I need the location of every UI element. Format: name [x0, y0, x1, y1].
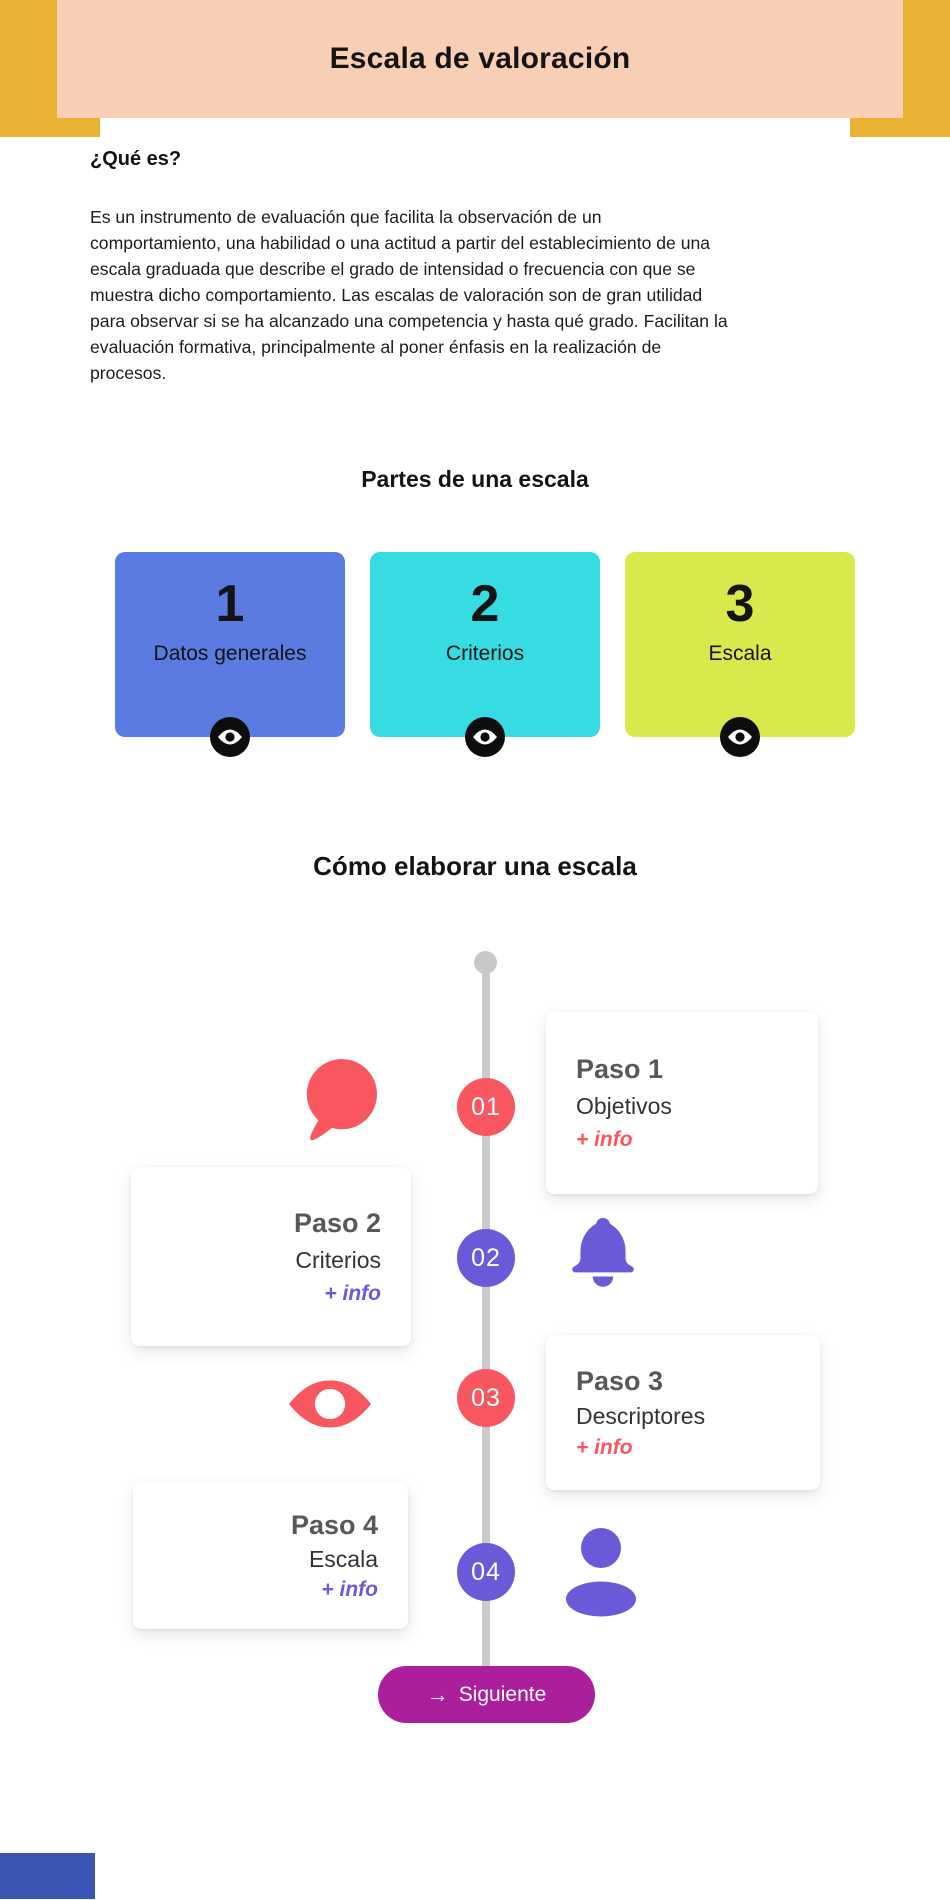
step-marker-03: 03 [457, 1369, 515, 1427]
eye-icon [287, 1378, 373, 1435]
step-number: 01 [471, 1092, 501, 1121]
step-card-paso-3: Paso 3 Descriptores + info [546, 1335, 820, 1490]
step-title: Paso 2 [293, 1207, 381, 1238]
part-card-datos-generales: 1 Datos generales [115, 552, 345, 757]
part-card-criterios: 2 Criterios [370, 552, 600, 757]
part-number: 2 [470, 575, 500, 633]
part-number: 3 [725, 575, 755, 633]
next-button-label: Siguiente [458, 1682, 547, 1706]
step-subtitle: Criterios [295, 1246, 381, 1273]
part-number: 1 [215, 575, 245, 633]
speech-bubble-icon [300, 1058, 378, 1149]
partes-heading: Partes de una escala [361, 466, 589, 492]
intro-heading: ¿Qué es? [90, 148, 182, 170]
part-label: Criterios [445, 642, 525, 665]
timeline-line [482, 962, 490, 1668]
step-marker-04: 04 [457, 1543, 515, 1601]
step-title: Paso 3 [576, 1365, 664, 1396]
step-subtitle: Descriptores [576, 1402, 706, 1429]
step-subtitle: Objetivos [576, 1093, 672, 1119]
eye-reveal-icon[interactable] [465, 717, 505, 757]
step-title: Paso 4 [290, 1509, 378, 1540]
step-number: 04 [471, 1557, 501, 1586]
intro-paragraph: Es un instrumento de evaluación que faci… [90, 207, 728, 383]
step-subtitle: Escala [308, 1545, 378, 1572]
step-number: 02 [471, 1243, 501, 1272]
part-label: Escala [708, 642, 772, 665]
info-link[interactable]: + info [324, 1281, 381, 1305]
eye-reveal-icon[interactable] [720, 717, 760, 757]
bell-icon [570, 1216, 636, 1301]
step-card-paso-4: Paso 4 Escala + info [133, 1482, 408, 1629]
step-marker-02: 02 [457, 1229, 515, 1287]
part-label: Datos generales [153, 642, 307, 665]
part-card-escala: 3 Escala [625, 552, 855, 757]
info-link[interactable]: + info [321, 1577, 378, 1601]
step-marker-01: 01 [457, 1078, 515, 1136]
info-link[interactable]: + info [576, 1128, 633, 1151]
step-card-paso-1: Paso 1 Objetivos + info [546, 1012, 818, 1194]
step-number: 03 [471, 1383, 501, 1412]
step-title: Paso 1 [576, 1054, 664, 1084]
person-icon [563, 1526, 639, 1625]
bottom-left-accent-bar [0, 1853, 95, 1899]
arrow-right-icon: → [426, 1681, 449, 1707]
page-title: Escala de valoración [329, 42, 631, 75]
step-card-paso-2: Paso 2 Criterios + info [131, 1167, 411, 1346]
info-link[interactable]: + info [576, 1435, 633, 1459]
title-banner: Escala de valoración [57, 0, 903, 118]
eye-reveal-icon[interactable] [210, 717, 250, 757]
como-heading: Cómo elaborar una escala [313, 851, 637, 881]
timeline-start-dot [474, 951, 497, 974]
next-button[interactable]: → Siguiente [378, 1666, 595, 1723]
